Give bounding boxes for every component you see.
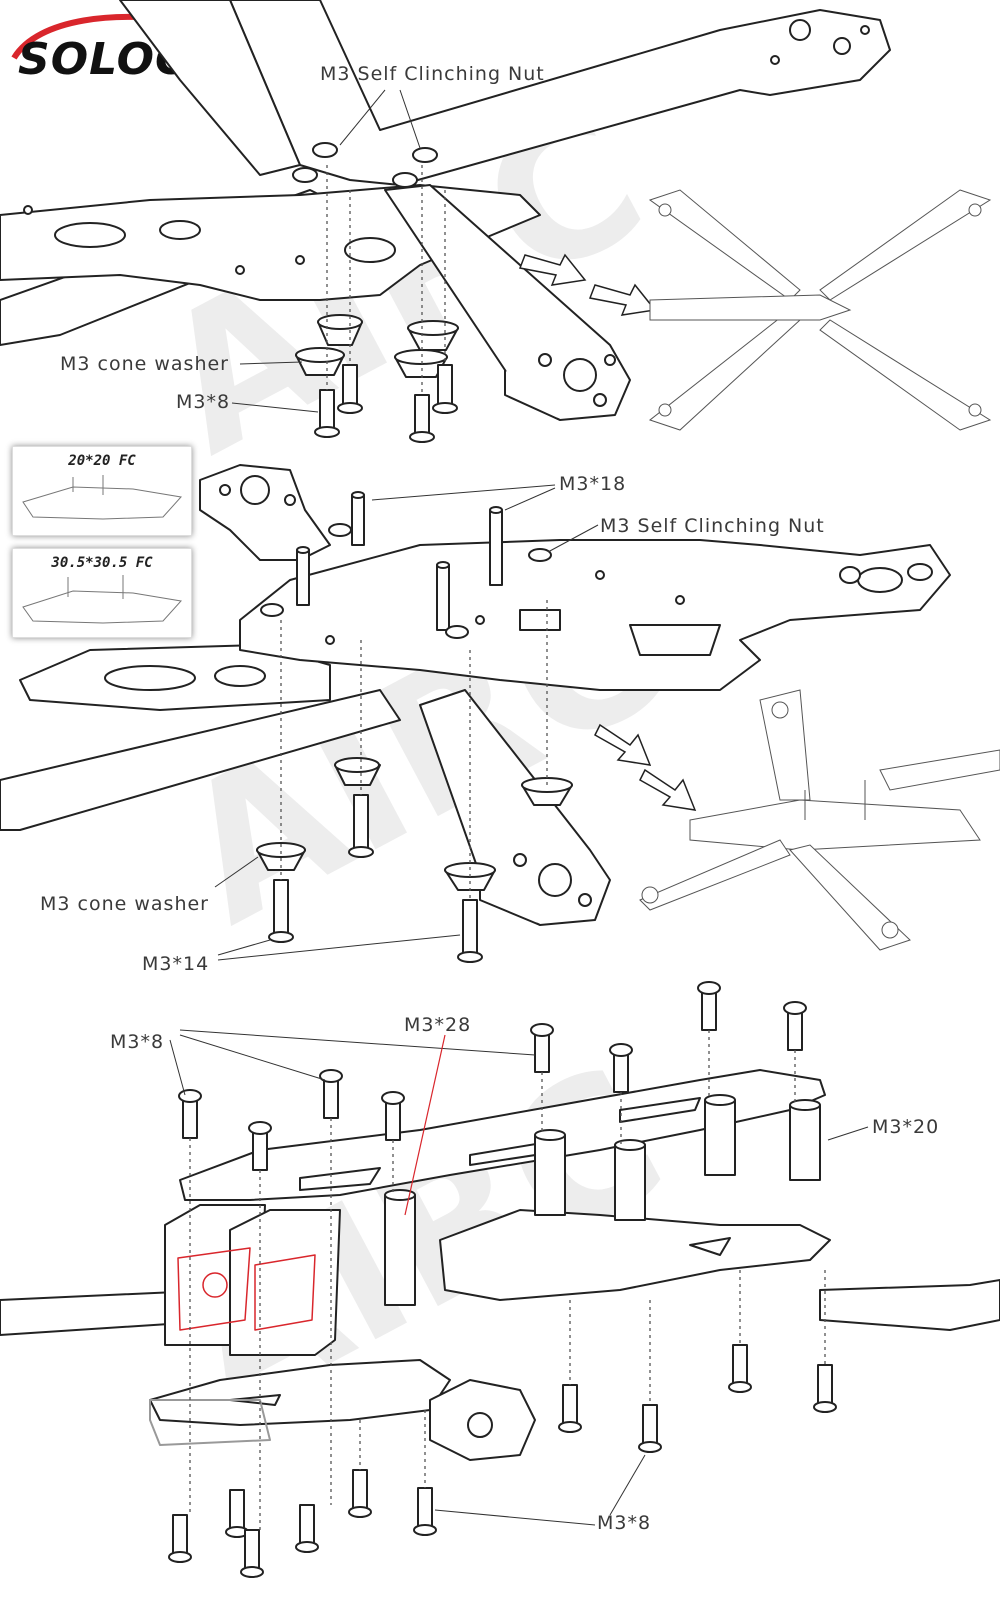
- arrow-icon: [588, 283, 657, 316]
- section2-frame: [0, 464, 951, 926]
- section2-standoffs: [296, 491, 503, 631]
- label-m3x8-top: M3*8: [110, 1031, 165, 1053]
- section2-screws: [268, 794, 483, 963]
- arrow-icon: [518, 253, 587, 286]
- fc-option-title: 30.5*30.5 FC: [51, 555, 153, 571]
- fc-20x20-thumbnail: [22, 475, 182, 520]
- label-m3-cone-washer-2: M3 cone washer: [40, 893, 209, 915]
- section3-top-screws: [178, 981, 807, 1171]
- camera-bracket-highlight: [177, 1247, 316, 1331]
- step-arrows: [518, 253, 697, 811]
- section2-nuts: [260, 523, 552, 639]
- label-m3-cone-washer-1: M3 cone washer: [60, 353, 229, 375]
- section3-frame: [0, 1069, 1000, 1461]
- fc-30x30-thumbnail: [22, 575, 182, 624]
- section1-washers: [295, 314, 459, 378]
- label-m3x14: M3*14: [142, 953, 210, 975]
- label-m3x20: M3*20: [872, 1116, 940, 1138]
- label-m3-self-clinching-nut-1: M3 Self Clinching Nut: [320, 63, 545, 85]
- fc-option-title: 20*20 FC: [68, 453, 136, 469]
- arrow-icon: [594, 723, 652, 766]
- arrow-icon: [639, 768, 697, 811]
- label-m3x28: M3*28: [404, 1014, 472, 1036]
- fc-option-20x20: 20*20 FC: [12, 446, 192, 536]
- section1-frame: [0, 0, 891, 421]
- section3-standoffs: [384, 1094, 821, 1306]
- section1-screws: [314, 364, 458, 443]
- label-leader-lines: [169, 89, 869, 1526]
- label-m3-self-clinching-nut-2: M3 Self Clinching Nut: [600, 515, 825, 537]
- section3-bottom-screws: [168, 1344, 837, 1578]
- label-m3x8-1: M3*8: [176, 391, 231, 413]
- label-m3x8-bottom: M3*8: [597, 1512, 652, 1534]
- fc-option-30x30: 30.5*30.5 FC: [12, 548, 192, 638]
- section1-nuts: [292, 142, 438, 188]
- section1-assembled-thumbnail: [648, 189, 992, 431]
- m3-28-leader: [404, 1034, 446, 1216]
- assembly-guide-lines: [189, 165, 826, 1530]
- label-m3x18: M3*18: [559, 473, 627, 495]
- section2-assembled-thumbnail: [639, 689, 1000, 951]
